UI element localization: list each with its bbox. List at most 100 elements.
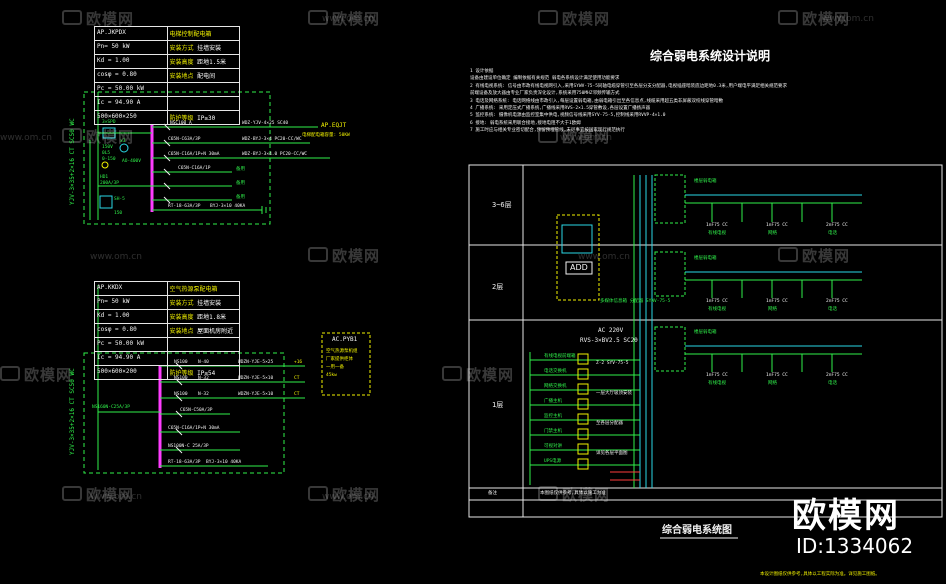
panel1-spec-cell (166, 97, 240, 110)
watermark-url: www.om.cn (560, 133, 612, 143)
brand-mark-icon (0, 366, 20, 381)
spec-value: 距地1.8米 (197, 314, 226, 321)
p2-end-label: CT (294, 376, 300, 381)
p2-breaker-label: NS100 (174, 360, 188, 365)
bottom-cell-text: 本图纸仅供参考,具体以施工为准 (540, 491, 606, 496)
legend-note: 一层大厅吸顶安装 (596, 391, 632, 396)
watermark-url: www.om.cn (578, 252, 630, 262)
add-box (565, 261, 593, 275)
service-label: 网络 (768, 381, 777, 386)
p1-meter-label: AO-400V (122, 159, 141, 164)
watermark-brand: 欧模网 (538, 8, 610, 29)
p1-misc: 150V (102, 145, 113, 150)
watermark-brand: 欧模网 (778, 8, 850, 29)
p2-breaker-label: C65N-C16A/1P+N 30mA (168, 426, 220, 431)
note-line: 5 监控系统: 摄像机电源由监控室集中供电,视频信号线采用SYV-75-5,控制… (470, 113, 666, 119)
p1-misc: HD1 (100, 175, 109, 180)
p2-current-label: N-32 (198, 392, 209, 397)
p2-current-label: N-40 (198, 360, 209, 365)
p1-breaker-ticks (163, 123, 171, 204)
p1-circuit-label: WDZ-BYJ-3×4.0 PC20-CC/WC (242, 152, 308, 157)
bottom-cell-label: 备注 (488, 491, 497, 496)
p1-spd (99, 195, 113, 209)
panel1-target: AP.EQJT (321, 122, 347, 129)
spec-label: 防护等级 (169, 115, 194, 122)
watermark-brand: 欧模网 (778, 245, 850, 266)
brand-mark-icon (308, 247, 328, 262)
legend-note: Z-2 SYV-75-5 (596, 361, 629, 366)
watermark-brand: 欧模网 (442, 364, 514, 385)
p1-misc: 3×SPD (102, 120, 116, 125)
device-label: 门禁主机 (544, 429, 562, 434)
panel1-param: Pn= 50 kW (97, 43, 130, 50)
brand-mark-icon (538, 486, 558, 501)
service-label: 电话 (828, 307, 837, 312)
watermark-url: www.om.cn (822, 14, 874, 24)
spec-value: 挂墙安装 (197, 45, 222, 52)
system-frame (468, 164, 943, 518)
panel2-title: 空气热源泵配电箱 (166, 282, 240, 295)
fanbox-line: 空气热源泵机组 (326, 349, 358, 354)
brand-mark-icon (308, 486, 328, 501)
p2-end-label: +16 (294, 360, 303, 365)
riser-label: 多媒体信息箱 分配器 SYWV-75-5 (600, 299, 671, 304)
risers (639, 175, 653, 488)
note-line: 6 接地: 弱电系统采用联合接地,接地电阻不大于1欧姆 (470, 120, 581, 126)
watermark-brand: 欧模网 (538, 126, 610, 147)
brand-mark-icon (62, 486, 82, 501)
watermark-brand: 欧模网 (62, 8, 134, 29)
note-line: 1 设计依据 (470, 69, 494, 74)
p2-end-label: CT (294, 392, 300, 397)
service-label: 电话 (828, 231, 837, 236)
panel2-size: 500×600×200 (97, 368, 137, 375)
p1-spare: 备用 (236, 167, 245, 172)
panel1-code: AP.JKPDX (97, 29, 126, 36)
panel1-vertical-label: YJV-3×35+2×16 CT SC50 WC (69, 118, 76, 205)
device-label: 电话交换机 (544, 369, 567, 374)
p1-breaker-label: C65N-C16A/1P+N 30mA (168, 152, 220, 157)
device-label: 监控主机 (544, 414, 562, 419)
floor-cabinets (654, 174, 686, 372)
service-label: 有线电视 (708, 307, 726, 312)
panel1-target-note: 电梯配电箱容量: 50KW (302, 133, 350, 138)
device-label: 广播主机 (544, 399, 562, 404)
watermark-url: www.om.cn (90, 492, 142, 502)
panel2-protect: 防护等级 IP≥54 (166, 366, 240, 379)
panel1-title: 电梯控制配电箱 (166, 27, 240, 40)
p1-misc: 0L5 (102, 151, 111, 156)
p2-breaker-label: NS100N-C 25A/3P (168, 444, 209, 449)
p1-misc: 200A/3P (100, 181, 119, 186)
f1-red-leaders (610, 471, 640, 481)
p2-breaker-ticks (175, 362, 183, 454)
p2-circuit-label: WDZN-YJE-5×25 (238, 360, 274, 365)
fanbox-line: 45kw (326, 373, 337, 378)
p1-spare: 备用 (236, 181, 245, 186)
brand-mark-icon (538, 10, 558, 25)
spec-label: 防护等级 (169, 370, 194, 377)
watermark-brand: 欧模网 (538, 484, 610, 505)
floor-outlets (711, 203, 833, 372)
outlet-label: 1nF75 CC (766, 223, 788, 228)
design-notes: 1 设计依据 设备由建设单位确定 编制依据有关规范 弱电各系统设计满足使用功能要… (470, 68, 940, 135)
p1-misc: 150 (114, 211, 123, 216)
p1-misc: 0-150 (102, 157, 116, 162)
outlet-label: 1nF75 CC (766, 373, 788, 378)
source-label: AC 220V (598, 327, 624, 334)
diagram-title: 综合弱电系统图 (662, 525, 732, 536)
p2-breaker-label: RT-18-63A/3P (168, 460, 201, 465)
spec-value: 配电间 (197, 73, 216, 80)
footer-note: 本设计图纸仅供参考,具体以工程实际为准。详见施工图纸。 (760, 572, 880, 577)
spec-label: 安装高度 (169, 314, 194, 321)
device-label: 有线电视前端箱 (544, 354, 576, 359)
p1-breaker-label: C65N-C63A/3P (168, 137, 201, 142)
watermark-url: www.om.cn (322, 492, 374, 502)
equipment-cabinet-inner (561, 224, 593, 254)
spec-label: 安装地点 (169, 73, 194, 80)
p1-circuit-label: WDZ-YJV-4×25 SC40 (242, 121, 289, 126)
fanbox-code: AC.PYB1 (332, 336, 358, 343)
fanbox-line: 一用一备 (326, 365, 344, 370)
watermark-brand: 欧模网 (62, 126, 134, 147)
